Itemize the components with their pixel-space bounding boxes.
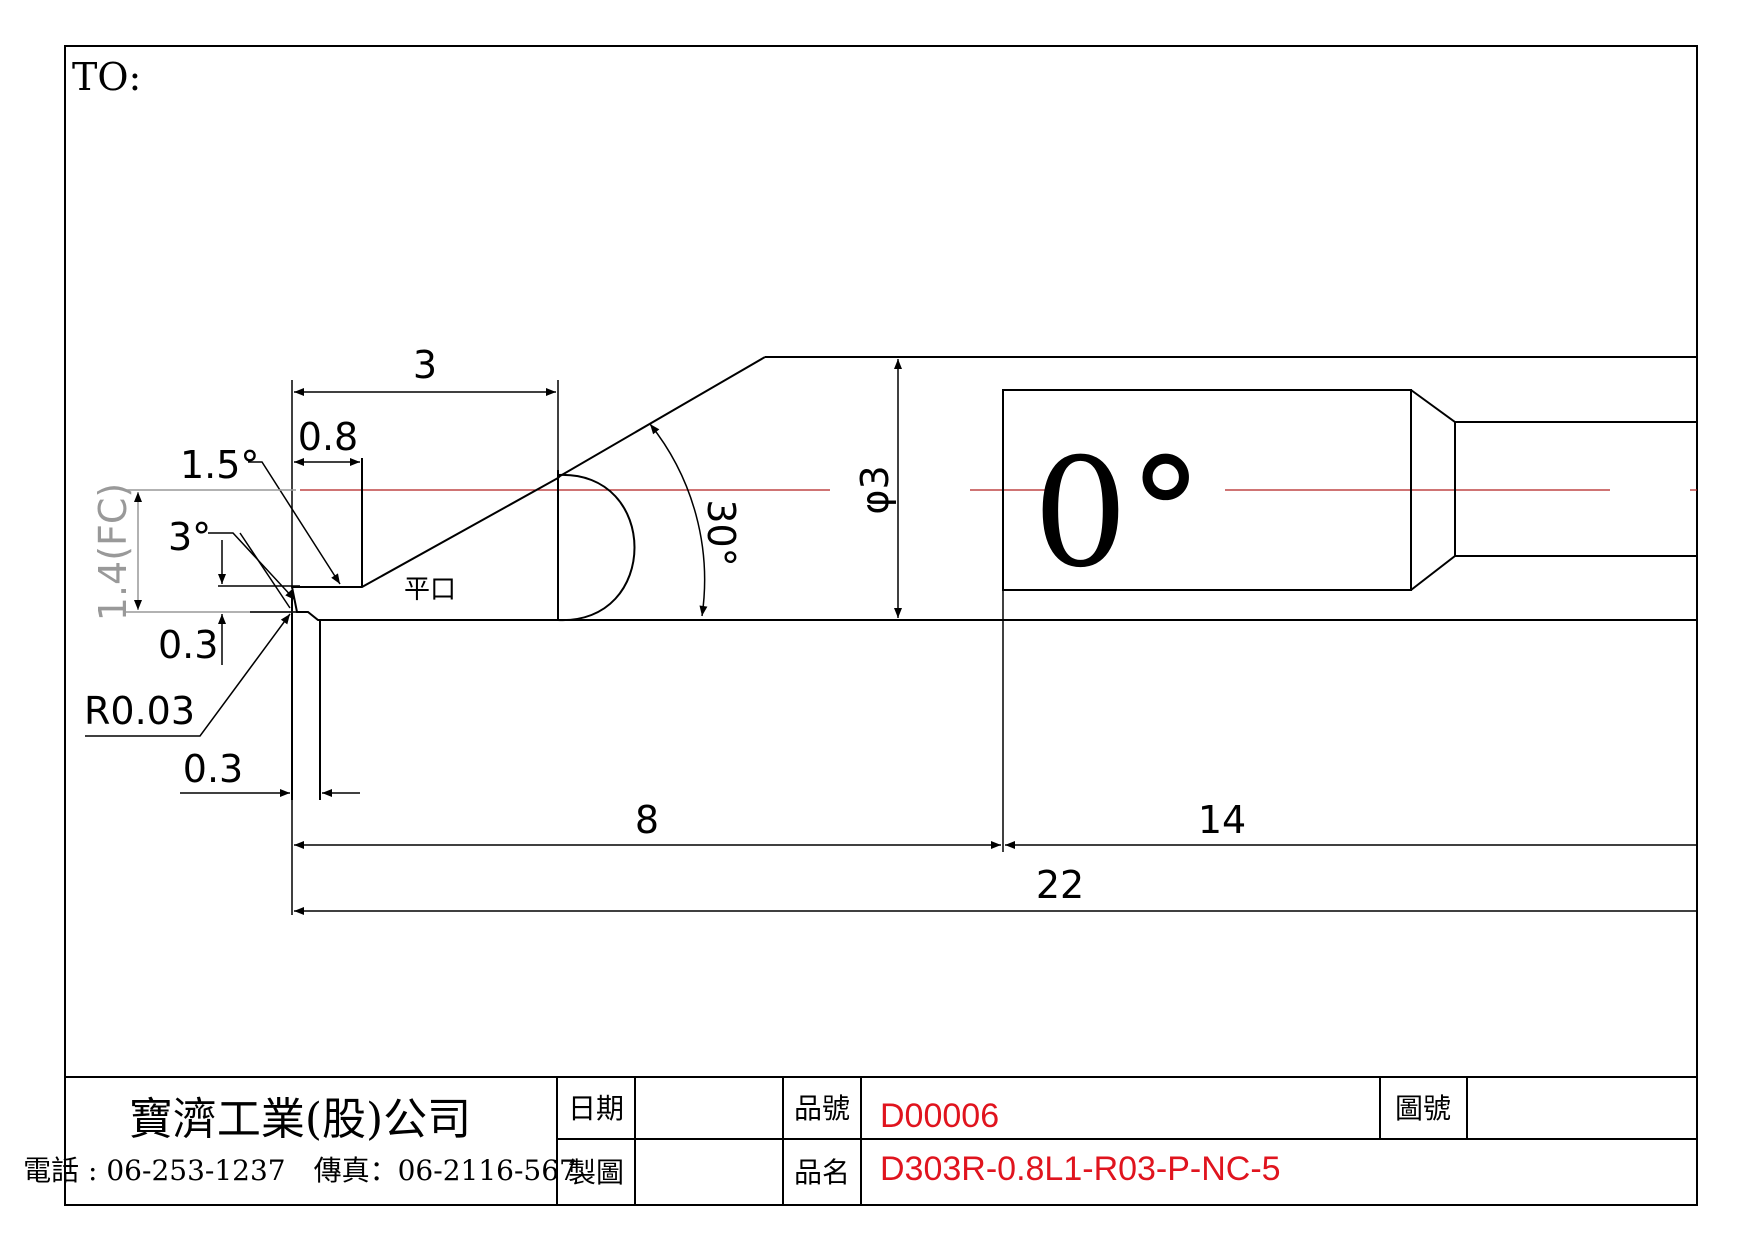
part-no-label: 品號: [794, 1092, 850, 1125]
title-block: [65, 1076, 1697, 1205]
part-name-label: 品名: [794, 1156, 850, 1189]
dim-8-14: [291, 590, 1697, 915]
angle-30-arc: [649, 423, 708, 617]
orientation-mark: 0°: [1033, 427, 1203, 601]
drawn-by-label: 製圖: [568, 1156, 624, 1189]
company-name: 寶濟工業(股)公司: [129, 1094, 471, 1145]
angle-3-label: 3°: [168, 515, 211, 559]
dim-14-label: 14: [1198, 798, 1246, 842]
radius-label: R0.03: [84, 689, 195, 733]
date-label: 日期: [568, 1092, 624, 1125]
angle-1-5-label: 1.5°: [180, 443, 259, 487]
dim-22-label: 22: [1036, 863, 1084, 907]
dim-0-8-label: 0.8: [298, 415, 358, 459]
to-label: TO:: [72, 55, 141, 99]
tool-outline: [290, 356, 1697, 800]
dim-8-label: 8: [635, 798, 659, 842]
radius-leader: [85, 613, 291, 737]
part-no-value: D00006: [880, 1097, 999, 1135]
angle-1-5-leader: [248, 461, 341, 585]
company-contact: 電話 : 06-253-1237 傳真：06-2116-567: [23, 1154, 577, 1187]
angle-30-label: 30°: [699, 499, 743, 566]
dim-dia-3-label: φ3: [853, 465, 897, 514]
part-name-value: D303R-0.8L1-R03-P-NC-5: [880, 1150, 1281, 1188]
drawing-no-label: 圖號: [1395, 1092, 1451, 1125]
flat-label: 平口: [404, 575, 456, 605]
drawing-frame: [64, 45, 1698, 1206]
dim-depth-0-3: [218, 540, 300, 665]
dim-fc-label: 1.4(FC): [91, 483, 135, 621]
dim-3: [291, 380, 559, 587]
dim-3-label: 3: [413, 343, 437, 387]
dim-width-0-3-label: 0.3: [183, 747, 243, 791]
angle-3-leader: [208, 532, 296, 609]
dim-depth-0-3-label: 0.3: [158, 623, 218, 667]
shank-flat: [1002, 389, 1697, 591]
